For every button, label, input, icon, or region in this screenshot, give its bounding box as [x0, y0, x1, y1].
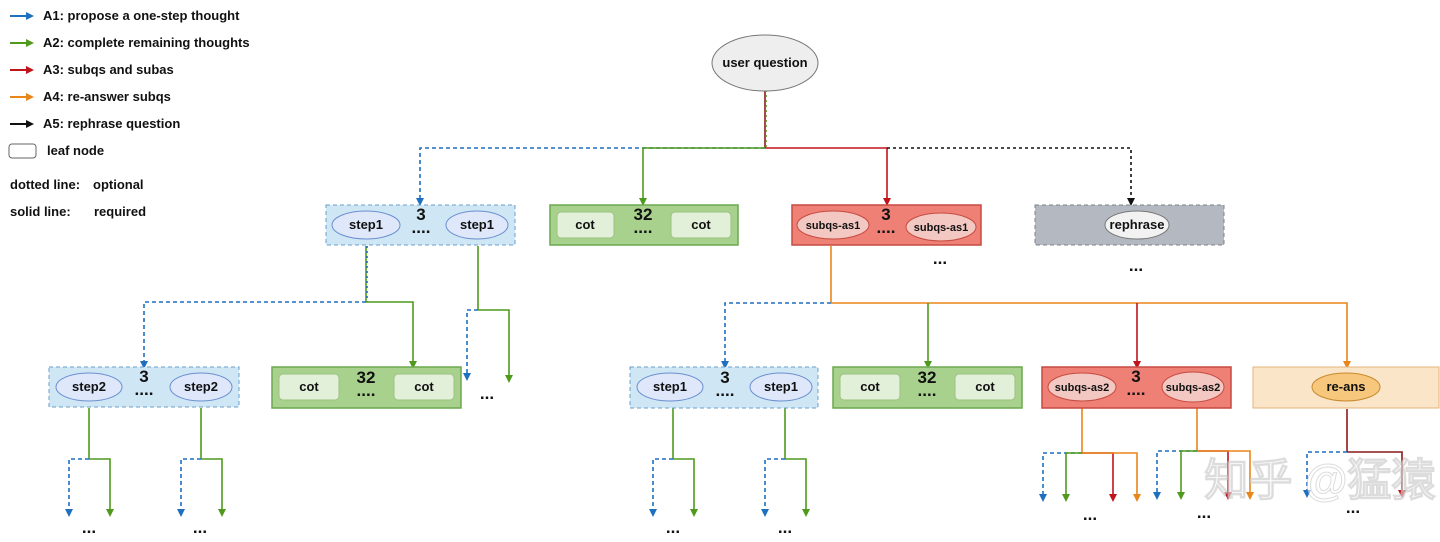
- level1-more-rephrase: ...: [1129, 256, 1143, 275]
- level1-cot-right: cot: [691, 217, 711, 232]
- level2-cot-right-group: cot 32 .... cot: [832, 366, 1023, 409]
- level2-subqs-left: subqs-as2: [1055, 382, 1109, 394]
- level2-step-left-count: 3: [139, 367, 148, 386]
- level2-subqs-dots: ....: [1127, 380, 1146, 399]
- legend-item-a2: A2: complete remaining thoughts: [10, 35, 250, 50]
- level2-step-left-dots: ....: [135, 380, 154, 399]
- legend: A1: propose a one-step thought A2: compl…: [8, 8, 250, 219]
- level2-cot-right-a: cot: [860, 379, 880, 394]
- level1-subqs-group: subqs-as1 3 .... subqs-as1: [791, 204, 982, 246]
- level2-cot-right-b: cot: [975, 379, 995, 394]
- level2-step-right-dots: ....: [716, 381, 735, 400]
- level1-cot-count: 32: [634, 205, 653, 224]
- level1-rephrase-group: rephrase: [1034, 204, 1225, 246]
- level2-reans-label: re-ans: [1326, 379, 1365, 394]
- watermark: 知乎 @猛猿: [1204, 456, 1436, 505]
- legend-solid-value: required: [94, 204, 146, 219]
- level2-cot-left-count: 32: [357, 368, 376, 387]
- level1-cot-dots: ....: [634, 218, 653, 237]
- legend-item-a4: A4: re-answer subqs: [10, 89, 171, 104]
- level1-more-subqs: ...: [933, 249, 947, 268]
- level2-cot-left-a: cot: [299, 379, 319, 394]
- legend-leaf-node: leaf node: [47, 143, 104, 158]
- level1-step-dots: ....: [412, 218, 431, 237]
- legend-label-a5: A5: rephrase question: [43, 116, 180, 131]
- legend-item-a1: A1: propose a one-step thought: [10, 8, 240, 23]
- level2-step-right-a: step1: [653, 379, 687, 394]
- level2-cot-left-group: cot 32 .... cot: [271, 366, 462, 409]
- leaf-more-4: ...: [778, 518, 792, 537]
- leaf-node-swatch: [8, 143, 37, 159]
- leaf-more-5: ...: [1083, 505, 1097, 524]
- legend-label-a2: A2: complete remaining thoughts: [43, 35, 250, 50]
- level2-reans-group: re-ans: [1252, 366, 1440, 409]
- level2-step-left-group: step2 3 .... step2: [48, 366, 240, 408]
- level1-cot-left: cot: [575, 217, 595, 232]
- level1-subqs-dots: ....: [877, 218, 896, 237]
- legend-label-a3: A3: subqs and subas: [43, 62, 174, 77]
- edges-root: [416, 90, 1135, 206]
- leaf-more-3: ...: [666, 518, 680, 537]
- legend-label-a1: A1: propose a one-step thought: [43, 8, 240, 23]
- edges-subqs: [721, 246, 1351, 369]
- legend-item-a3: A3: subqs and subas: [10, 62, 174, 77]
- root-node: user question: [711, 34, 819, 92]
- legend-solid-label: solid line:: [10, 204, 71, 219]
- level2-cot-left-dots: ....: [357, 381, 376, 400]
- level2-step-right-group: step1 3 .... step1: [629, 366, 819, 409]
- level2-step-left-b: step2: [184, 379, 218, 394]
- edges-leaves: [65, 408, 1406, 517]
- leaf-more-7: ...: [1346, 498, 1360, 517]
- level1-step-right: step1: [460, 217, 494, 232]
- legend-dotted-value: optional: [93, 177, 144, 192]
- level2-step-right-count: 3: [720, 368, 729, 387]
- level1-step-count: 3: [416, 205, 425, 224]
- level2-subqs-group: subqs-as2 3 .... subqs-as2: [1041, 366, 1232, 409]
- level2-step-right-b: step1: [764, 379, 798, 394]
- level1-subqs-left: subqs-as1: [806, 220, 860, 232]
- level1-cot-group: cot 32 .... cot: [549, 204, 739, 246]
- level1-rephrase-label: rephrase: [1110, 217, 1165, 232]
- level1-subqs-right: subqs-as1: [914, 222, 968, 234]
- level2-step-left-a: step2: [72, 379, 106, 394]
- edges-step-left: [140, 246, 513, 383]
- level2-cot-right-dots: ....: [918, 381, 937, 400]
- level1-subqs-count: 3: [881, 205, 890, 224]
- level2-more-left: ...: [480, 384, 494, 403]
- legend-label-a4: A4: re-answer subqs: [43, 89, 171, 104]
- level2-cot-left-b: cot: [414, 379, 434, 394]
- legend-item-a5: A5: rephrase question: [10, 116, 180, 131]
- leaf-more-1: ...: [82, 518, 96, 537]
- leaf-more-6: ...: [1197, 503, 1211, 522]
- bottom-ellipses: ... ... ... ... ... ... ...: [82, 498, 1360, 537]
- level2-subqs-right: subqs-as2: [1166, 382, 1220, 394]
- level2-subqs-count: 3: [1131, 367, 1140, 386]
- legend-dotted-label: dotted line:: [10, 177, 80, 192]
- level1-step-left: step1: [349, 217, 383, 232]
- level2-cot-right-count: 32: [918, 368, 937, 387]
- level1-step-group: step1 3 .... step1: [325, 204, 516, 246]
- root-label: user question: [722, 55, 807, 70]
- leaf-more-2: ...: [193, 518, 207, 537]
